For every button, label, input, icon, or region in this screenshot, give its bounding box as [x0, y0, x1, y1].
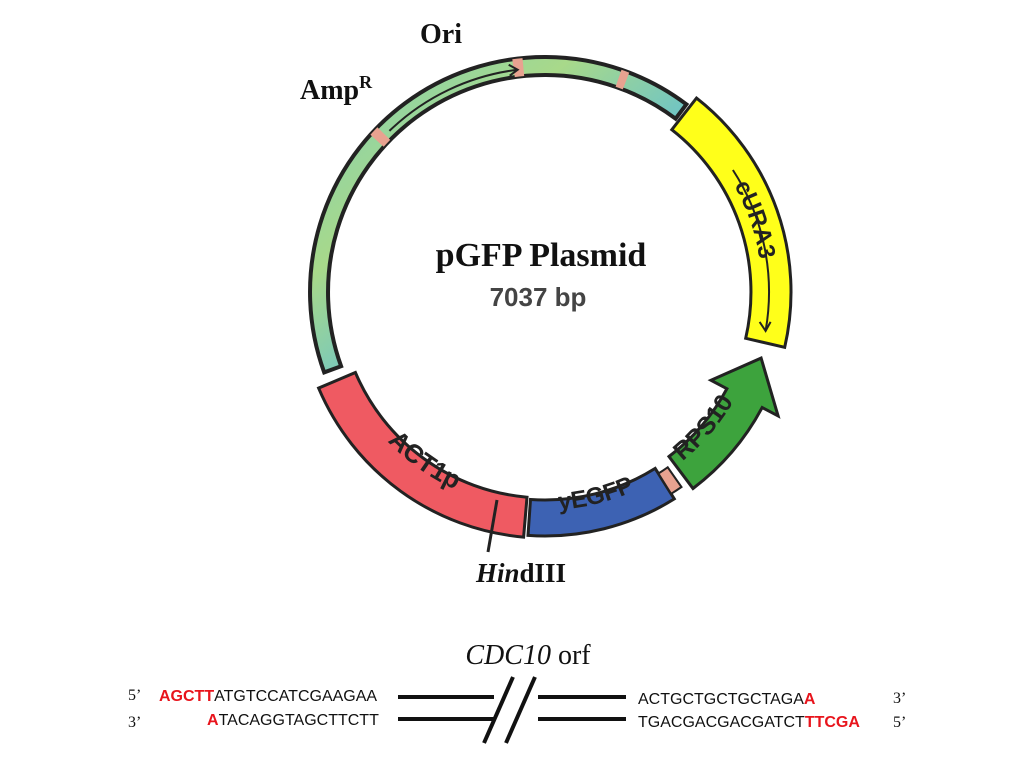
right-bottom-bases: TGACGACGACGATCT — [638, 714, 805, 731]
plasmid-backbone — [308, 55, 690, 375]
amp-label: AmpR — [300, 72, 373, 106]
left-bottom-overhang: A — [207, 712, 219, 729]
hindiii-rest: dIII — [519, 558, 566, 588]
right-bottom-end-label: 5’ — [893, 714, 906, 731]
plasmid-size: 7037 bp — [490, 282, 587, 312]
backbone-mark — [615, 69, 630, 90]
right-top-overhang: A — [804, 691, 816, 708]
orf-strand-lines — [398, 676, 626, 744]
segment-yegfp — [526, 466, 677, 538]
left-top-end-label: 5’ — [128, 687, 141, 704]
right-bottom-overhang: TTCGA — [805, 714, 861, 731]
segment-rps10 — [666, 356, 781, 491]
hindiii-italic: Hin — [475, 558, 520, 588]
hindiii-label: HindIII — [475, 558, 566, 588]
ori-label: Ori — [420, 19, 462, 50]
cura3-direction-arrow — [732, 169, 770, 332]
left-bottom-bases: TACAGGTAGCTTCTT — [219, 712, 380, 729]
left-bottom-sequence: ATACAGGTAGCTTCTT — [207, 712, 379, 729]
amp-label-text: Amp — [300, 75, 359, 106]
cura3-arrowhead-icon — [758, 321, 772, 333]
backbone-mark — [370, 127, 391, 147]
strand-break-slash — [482, 676, 515, 744]
amp-label-superscript: R — [359, 72, 373, 92]
segment-cura3 — [669, 95, 793, 350]
hindiii-pointer-line — [486, 499, 499, 553]
right-bottom-sequence: TGACGACGACGATCTTTCGA — [638, 714, 860, 731]
left-top-sequence: AGCTTATGTCCATCGAAGAA — [159, 688, 377, 705]
orf-title-gene: CDC10 — [465, 640, 551, 671]
amp-resistance-arrow — [388, 68, 518, 132]
backbone-band — [308, 55, 690, 375]
orf-title: CDC10 orf — [465, 640, 591, 671]
plasmid-name: pGFP Plasmid — [436, 237, 647, 274]
strand-break-slash — [504, 676, 537, 744]
left-top-overhang: AGCTT — [159, 688, 214, 705]
segment-spacer — [657, 465, 683, 496]
right-top-bases: ACTGCTGCTGCTAGA — [638, 691, 804, 708]
segment-act1p — [316, 370, 529, 539]
right-top-sequence: ACTGCTGCTGCTAGAA — [638, 691, 816, 708]
right-top-end-label: 3’ — [893, 690, 906, 707]
orf-title-suffix: orf — [551, 640, 591, 671]
left-bottom-end-label: 3’ — [128, 714, 141, 731]
left-top-bases: ATGTCCATCGAAGAA — [214, 688, 377, 705]
amp-arrowhead-icon — [508, 63, 520, 77]
